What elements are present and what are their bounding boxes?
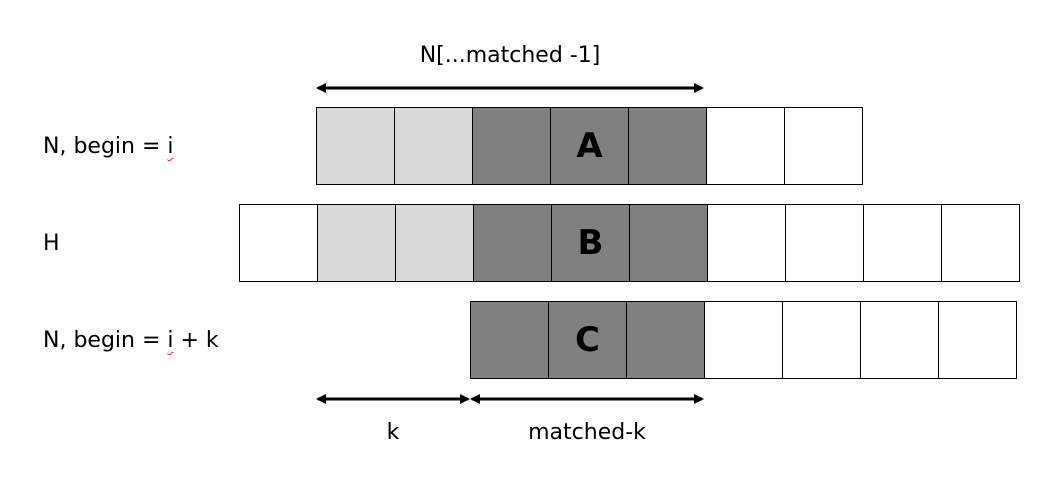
light-cell [316, 107, 395, 185]
white-cell [784, 107, 863, 185]
matched-k-dimension-label: matched-k [528, 420, 646, 445]
dark-cell [473, 204, 552, 282]
row-label-variable: i [167, 328, 174, 353]
letter-cell: B [551, 204, 630, 282]
white-cell [707, 204, 786, 282]
dark-cell [629, 204, 708, 282]
row-label-haystack: H [43, 233, 60, 255]
white-cell [706, 107, 785, 185]
top-dimension-label: N[...matched -1] [419, 43, 601, 68]
letter-cell: C [548, 301, 627, 379]
pattern-row-begin-i: A [316, 107, 863, 185]
letter-cell: A [550, 107, 629, 185]
dark-cell [628, 107, 707, 185]
k-dimension-label: k [386, 420, 400, 445]
row-label-pattern-begin-i: N, begin = i [43, 136, 174, 158]
white-cell [782, 301, 861, 379]
light-cell [317, 204, 396, 282]
dark-cell [472, 107, 551, 185]
row-label-prefix: N, begin = [43, 134, 168, 159]
haystack-row: B [239, 204, 1020, 282]
row-label-variable: i [167, 134, 174, 159]
white-cell [860, 301, 939, 379]
row-label-pattern-begin-i-plus-k: N, begin = i + k [43, 330, 219, 352]
white-cell [239, 204, 318, 282]
row-label-prefix: H [43, 231, 60, 256]
light-cell [394, 107, 473, 185]
light-cell [395, 204, 474, 282]
white-cell [704, 301, 783, 379]
pattern-row-begin-i-plus-k: C [470, 301, 1017, 379]
white-cell [863, 204, 942, 282]
white-cell [941, 204, 1020, 282]
white-cell [938, 301, 1017, 379]
row-label-prefix: N, begin = [43, 328, 168, 353]
dark-cell [626, 301, 705, 379]
row-label-suffix: + k [173, 328, 219, 353]
white-cell [785, 204, 864, 282]
dark-cell [470, 301, 549, 379]
